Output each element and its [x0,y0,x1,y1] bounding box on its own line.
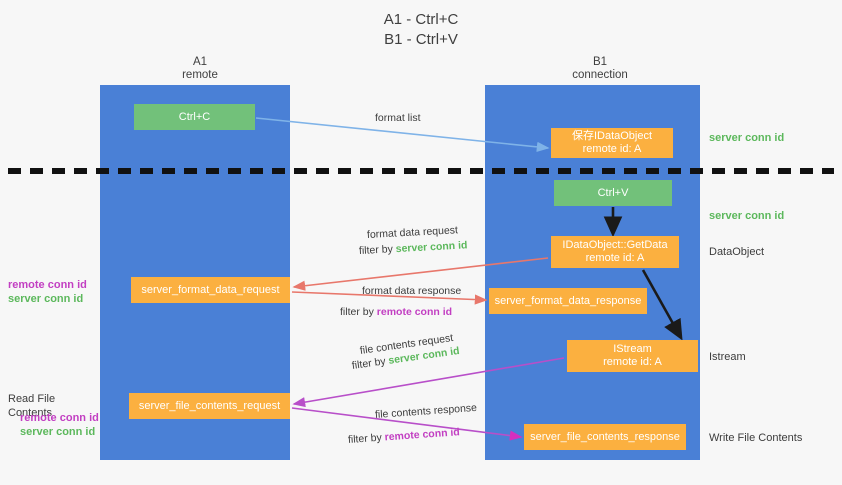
label-server-conn-id-lower: server conn id [20,426,96,438]
column-header-a1: A1 remote [182,56,218,81]
arrow-label-format-data-response: format data response [362,285,462,297]
box-idataobject[interactable]: 保存IDataObject remote id: A [551,128,673,158]
label-write-file-contents: Write File Contents [709,432,803,444]
filter-prefix: filter by [347,431,386,446]
label-remote-conn-id-upper: remote conn id [8,279,87,291]
box-ctrl-c[interactable]: Ctrl+C [134,104,255,130]
arrow-file-contents-request [292,357,565,408]
arrow-format-list [255,117,550,152]
box-idataobject-getdata[interactable]: IDataObject::GetData remote id: A [551,236,679,268]
column-header-b1: B1 connection [572,56,628,81]
label-server-conn-id-middle: server conn id [709,210,785,222]
box-server-format-data-request[interactable]: server_format_data_request [131,277,290,303]
arrow-file-contents-response [291,407,523,441]
page-title: A1 - Ctrl+C B1 - Ctrl+V [383,11,459,48]
label-read-file-contents: Read File Contents [8,393,56,419]
box-server-file-contents-request[interactable]: server_file_contents_request [129,393,290,419]
label-dataobject: DataObject [709,246,765,258]
arrow-format-data-response [291,291,488,305]
filter-value-remote-conn-id: remote conn id [376,306,453,318]
box-server-format-data-response[interactable]: server_format_data_response [489,288,647,314]
label-conn-ids-lower: remote conn id server conn id [20,411,100,439]
label-server-conn-id-top: server conn id [709,132,785,144]
label-remote-conn-id-lower: remote conn id [20,412,99,424]
arrow-label-format-list: format list [375,112,421,124]
box-ctrl-v[interactable]: Ctrl+V [554,180,672,206]
arrow-getdata-to-istream [641,269,683,341]
label-istream: Istream [709,351,746,363]
box-istream[interactable]: IStream remote id: A [567,340,698,372]
box-server-file-contents-response[interactable]: server_file_contents_response [524,424,686,450]
label-server-conn-id-upper: server conn id [8,293,84,305]
filter-prefix: filter by [340,306,377,318]
filter-value-server-conn-id: server conn id [395,239,468,256]
filter-prefix: filter by [358,243,397,257]
arrow-label-format-data-response-filter: filter by remote conn id [340,305,452,319]
arrow-format-data-request [292,257,549,291]
label-conn-ids-upper: remote conn id server conn id [8,278,98,306]
